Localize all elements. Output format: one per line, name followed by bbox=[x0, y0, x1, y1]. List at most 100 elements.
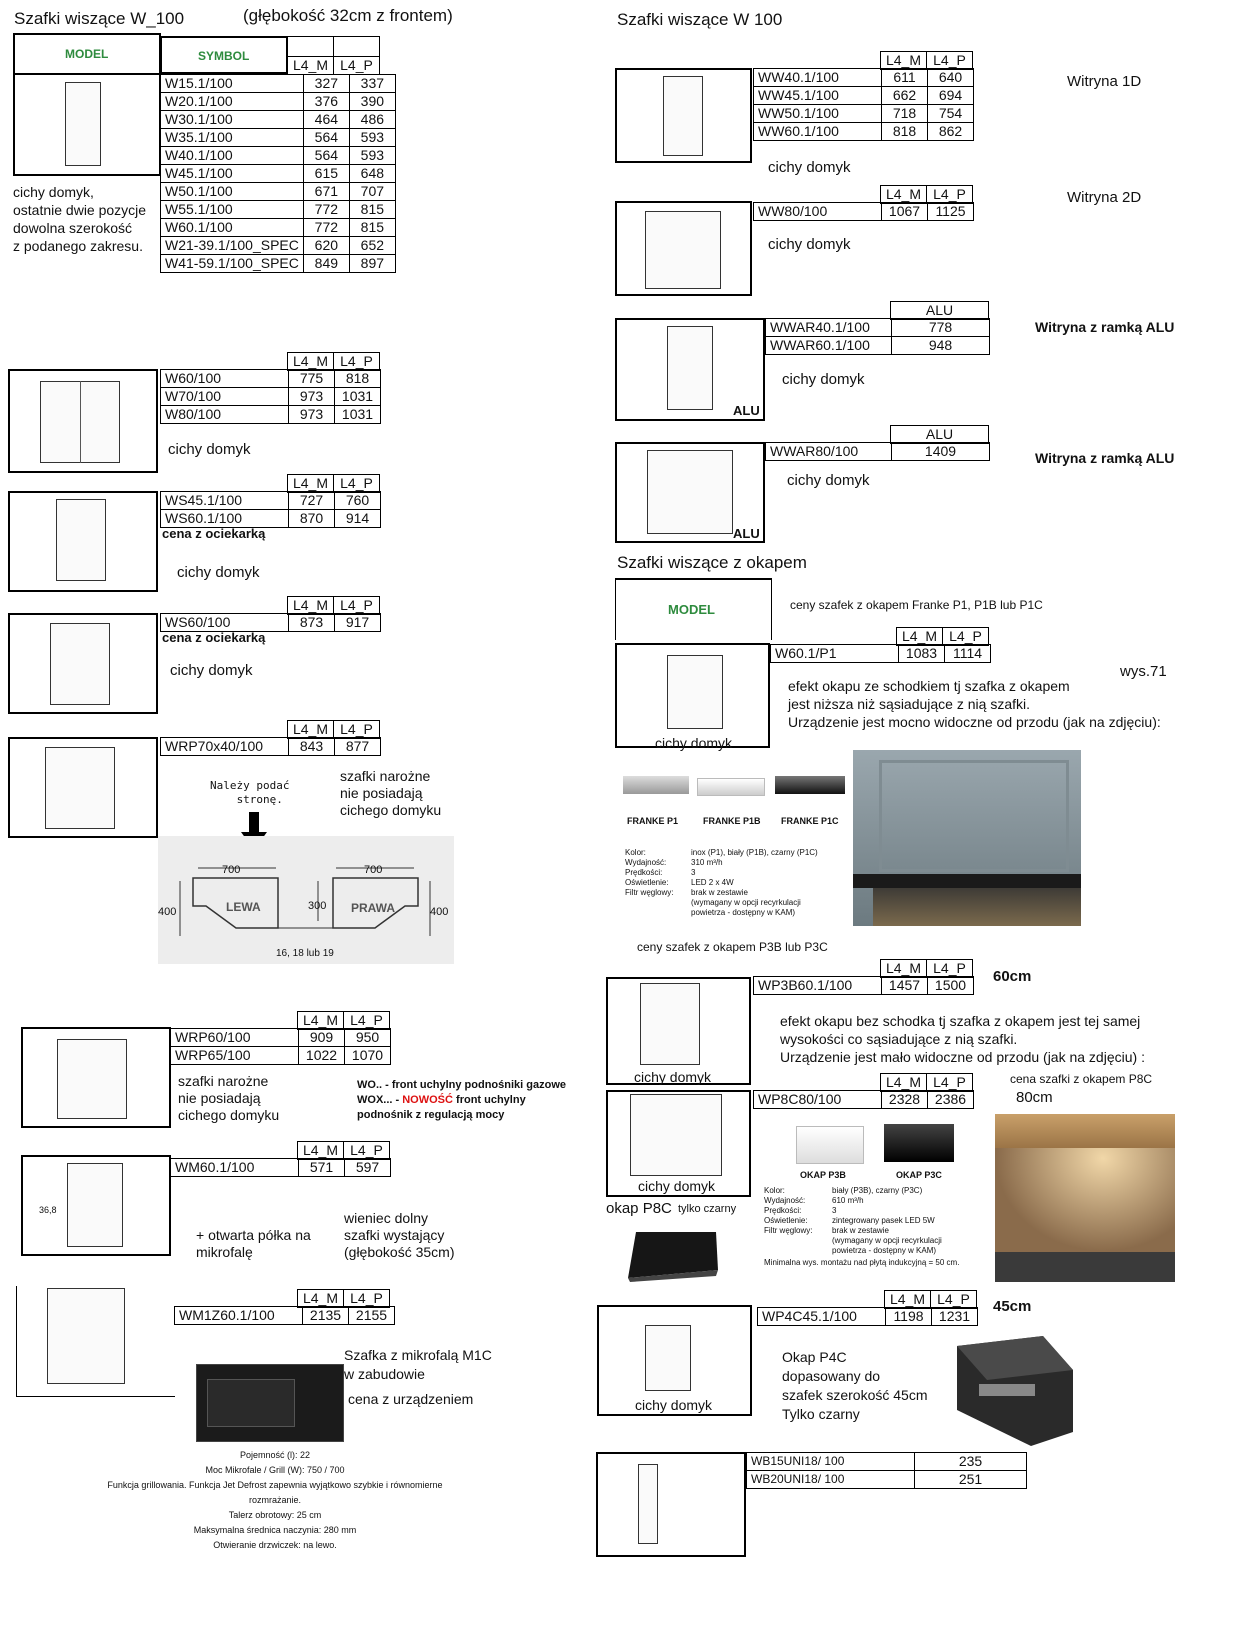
product-code: WP4C45.1/100 bbox=[757, 1307, 886, 1326]
okap-p3c-image bbox=[884, 1124, 954, 1162]
product-code: WS45.1/100 bbox=[160, 491, 289, 510]
price-m: 1022 bbox=[298, 1046, 345, 1065]
spec-line: Moc Mikrofale / Grill (W): 750 / 700 bbox=[205, 1465, 345, 1475]
spec-value: brak w zestawie bbox=[832, 1226, 889, 1235]
col-p-header: L4_P bbox=[926, 1073, 973, 1092]
p4c-note-line: szafek szerokość 45cm bbox=[782, 1387, 928, 1403]
product-code: WW50.1/100 bbox=[753, 104, 882, 123]
wp3b-quiet: cichy domyk bbox=[634, 1069, 712, 1085]
wm1z-note-line: Szafka z mikrofalą M1C bbox=[344, 1347, 492, 1363]
product-code: WB20UNI18/ 100 bbox=[746, 1470, 915, 1489]
price-alu: 251 bbox=[914, 1470, 1027, 1489]
dim-mid: 300 bbox=[308, 900, 327, 912]
price-m: 2328 bbox=[881, 1090, 928, 1109]
price-m: 818 bbox=[881, 122, 928, 141]
effect1: efekt okapu ze schodkiem tj szafka z oka… bbox=[788, 677, 1161, 731]
product-code: WS60.1/100 bbox=[160, 509, 289, 528]
price-m: 772 bbox=[302, 200, 350, 219]
price-p: 694 bbox=[927, 86, 974, 105]
wm60-note2-line: szafki wystający bbox=[344, 1227, 445, 1243]
price-p: 760 bbox=[334, 491, 381, 510]
wrp60-note: szafki narożne nie posiadają cichego dom… bbox=[178, 1073, 279, 1124]
p8c-photo bbox=[626, 1226, 722, 1282]
cabinet-wm60-drawing bbox=[67, 1163, 123, 1247]
col-alu-header: ALU bbox=[890, 425, 989, 444]
ws45-quiet: cichy domyk bbox=[177, 564, 260, 581]
cabinet-wwar40-box: ALU bbox=[615, 318, 765, 421]
cabinet-ws45-drawing bbox=[56, 499, 106, 581]
product-code: W60.1/100 bbox=[160, 218, 304, 237]
effect2: efekt okapu bez schodka tj szafka z okap… bbox=[780, 1012, 1145, 1066]
col-p-header: L4_P bbox=[343, 1141, 390, 1160]
cabinet-wrp60-drawing bbox=[57, 1039, 127, 1119]
cabinet-wwar40-drawing bbox=[667, 326, 713, 410]
p8c-note: cena szafki z okapem P8C bbox=[1010, 1072, 1153, 1086]
p3-min: Minimalna wys. montażu nad płytą indukcy… bbox=[764, 1258, 960, 1267]
ws60-quiet: cichy domyk bbox=[170, 662, 253, 679]
alu-label: ALU bbox=[733, 526, 760, 541]
price-m: 620 bbox=[302, 236, 350, 255]
p8c-label: okap P8C bbox=[606, 1200, 672, 1217]
col-m-header: L4_M bbox=[896, 627, 943, 646]
corner-note-line: cichego domyku bbox=[340, 802, 442, 818]
cabinet-w60-box bbox=[8, 369, 158, 473]
price-m: 849 bbox=[302, 254, 350, 273]
size-45: 45cm bbox=[993, 1298, 1032, 1315]
price-m: 1457 bbox=[881, 976, 928, 995]
cabinet-wp3b-drawing bbox=[640, 983, 700, 1065]
product-code: W15.1/100 bbox=[160, 74, 304, 93]
price-p: 640 bbox=[927, 68, 974, 87]
price-m: 662 bbox=[881, 86, 928, 105]
effect1-line: efekt okapu ze schodkiem tj szafka z oka… bbox=[788, 678, 1070, 694]
cabinet-wwar80-drawing bbox=[647, 450, 733, 534]
wrp60-note-line: szafki narożne bbox=[178, 1073, 269, 1089]
w100-note-line: dowolna szerokość bbox=[13, 220, 133, 236]
cabinet-ww40-drawing bbox=[663, 76, 703, 156]
col-p-header: L4_P bbox=[333, 56, 380, 75]
spec-value: 610 m³/h bbox=[832, 1196, 864, 1205]
side-note-line: Należy podać bbox=[210, 779, 290, 792]
product-code: W55.1/100 bbox=[160, 200, 304, 219]
spec-line: Otwieranie drzwiczek: na lewo. bbox=[213, 1540, 337, 1550]
price-p: 1070 bbox=[344, 1046, 391, 1065]
price-m: 571 bbox=[298, 1158, 345, 1177]
product-code: WW45.1/100 bbox=[753, 86, 882, 105]
cabinet-ws60-drawing bbox=[50, 623, 110, 705]
side-note-line: stronę. bbox=[236, 793, 283, 806]
price-alu: 778 bbox=[891, 318, 990, 337]
price-p: 2386 bbox=[927, 1090, 974, 1109]
spec-value: inox (P1), biały (P1B), czarny (P1C) bbox=[691, 848, 818, 857]
price-m: 611 bbox=[881, 68, 928, 87]
cabinet-wrp70-drawing bbox=[45, 747, 115, 829]
price-m: 973 bbox=[288, 387, 335, 406]
dim-h-left: 400 bbox=[158, 906, 177, 918]
price-m: 564 bbox=[302, 128, 350, 147]
cabinet-ww40-box bbox=[615, 68, 752, 163]
